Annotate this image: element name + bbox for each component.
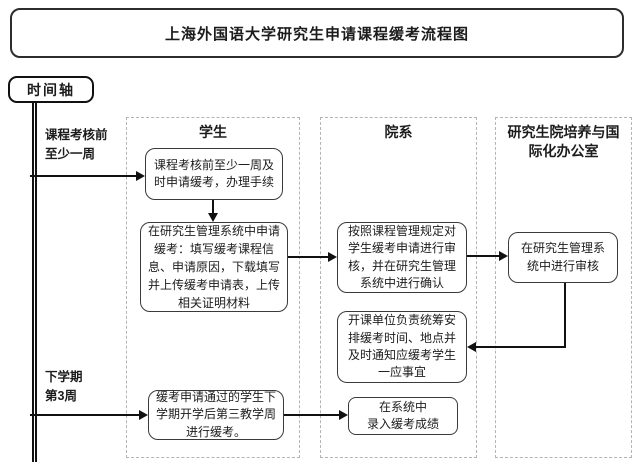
lane-student-header: 学生 [199,124,227,140]
node-student-apply: 课程考核前至少一周及时申请缓考，办理手续 [145,148,283,200]
arrowhead-down-icon [208,213,218,222]
arrowhead-right-icon [499,251,508,261]
connector-gsreview-down [564,283,566,347]
page-title: 上海外国语大学研究生申请课程缓考流程图 [164,25,469,43]
arrowhead-right-icon [339,410,348,420]
timeline-axis-line [32,101,37,462]
node-student-system-apply: 在研究生管理系统中申请缓考：填写缓考课程信息、申请原因，下载填写并上传缓考申请表… [140,222,288,312]
connector-system-to-deptreview [288,256,328,258]
lane-graduate-school: 研究生院培养与国际化办公室 [495,117,632,458]
connector-timeline-to-apply [30,175,136,177]
node-dept-arrange: 开课单位负责统筹安排缓考时间、地点并及时通知应缓考学生一应事宜 [337,311,467,383]
node-student-take-exam: 缓考申请通过的学生下学期开学后第三教学周进行缓考。 [148,390,284,440]
timeline-milestone-week-before: 课程考核前 至少一周 [45,128,108,162]
lane-department: 院系 [320,117,477,458]
connector-timeline-to-exam [30,414,139,416]
title-banner: 上海外国语大学研究生申请课程缓考流程图 [10,8,624,58]
connector-gsreview-to-arrange [476,346,566,348]
arrowhead-right-icon [139,410,148,420]
lane-graduate-school-header: 研究生院培养与国际化办公室 [507,124,620,159]
lane-student: 学生 [126,117,300,458]
connector-exam-to-grade [284,414,339,416]
node-gs-review: 在研究生管理系 统中进行审核 [508,232,618,283]
connector-apply-to-system [212,200,214,214]
arrowhead-left-icon [467,342,476,352]
lane-department-header: 院系 [384,124,413,140]
node-dept-enter-grade: 在系统中 录入缓考成绩 [348,397,458,435]
arrowhead-right-icon [136,171,145,181]
timeline-milestone-week3: 下学期 第3周 [45,370,83,404]
timeline-axis-label: 时间轴 [8,76,94,103]
node-dept-review: 按照课程管理规定对学生缓考申请进行审核，并在研究生管理系统中进行确认 [337,222,467,293]
connector-deptreview-to-gsreview [467,255,499,257]
arrowhead-right-icon [328,252,337,262]
